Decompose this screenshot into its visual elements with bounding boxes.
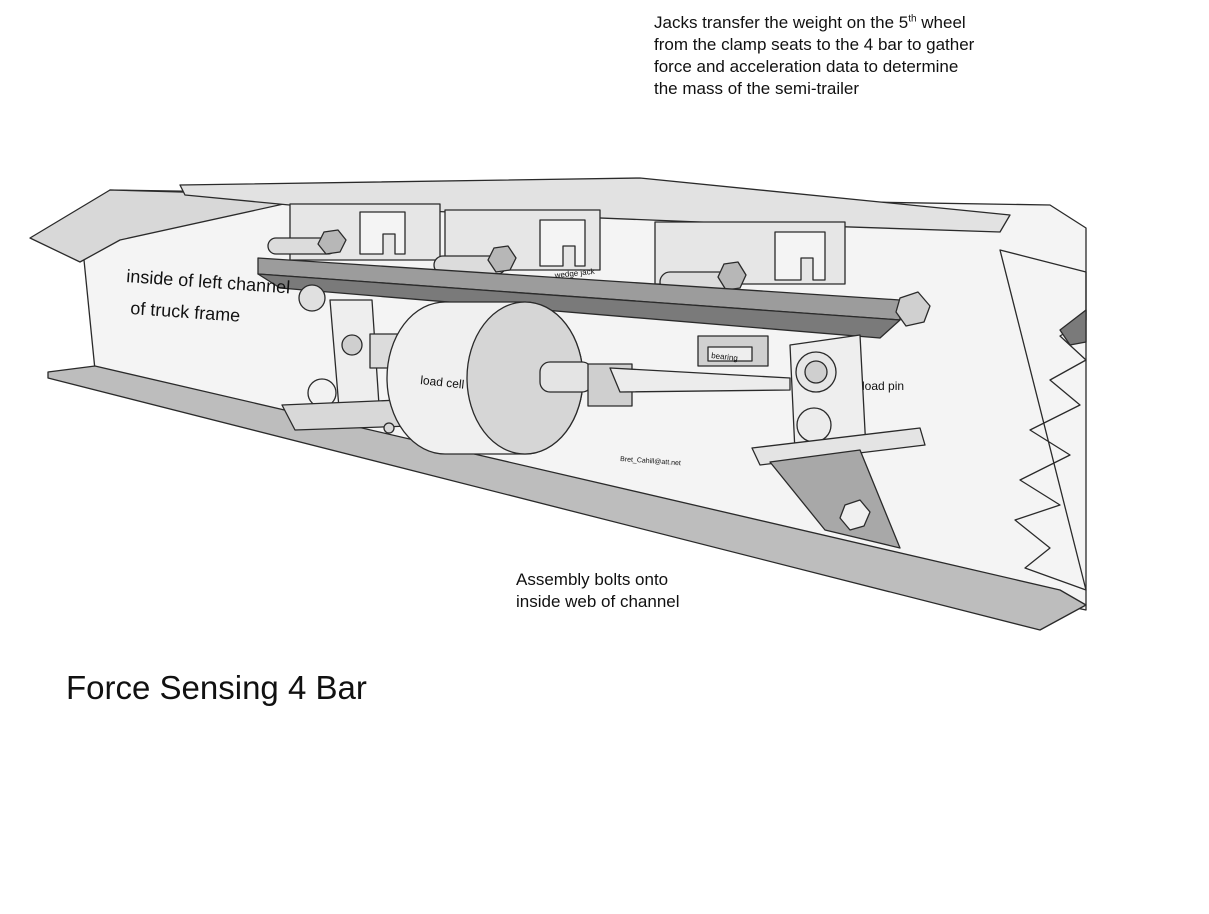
bearing-face <box>707 346 753 362</box>
load-cell-label: load cell <box>420 373 465 392</box>
wedge-jack-block <box>359 211 406 255</box>
jack-bolt-nut <box>717 261 747 291</box>
frame-hole <box>1059 309 1087 346</box>
jacks-caption-line2: from the clamp seats to the 4 bar to gat… <box>654 35 975 54</box>
author-email: Bret_Cahill@att.net <box>620 456 681 467</box>
left-link-pin <box>341 334 363 356</box>
right-mount-bracket <box>751 427 926 466</box>
assembly-caption-line1: Assembly bolts onto <box>516 570 669 589</box>
assembly-caption: Assembly bolts onto inside web of channe… <box>516 569 680 613</box>
load-pin-head <box>804 360 828 384</box>
load-cell-stud <box>539 361 593 393</box>
jacks-caption: Jacks transfer the weight on the 5th whe… <box>654 12 974 100</box>
channel-bottom-flange <box>47 365 1087 631</box>
jacks-caption-line4: the mass of the semi-trailer <box>654 79 860 98</box>
pivot-bearing <box>298 284 326 312</box>
assembly-bolt <box>383 422 395 434</box>
bracket-gusset <box>769 449 901 549</box>
jack-bolt-nut <box>487 245 517 273</box>
four-bar-top-link-face <box>257 273 901 339</box>
jacks-caption-line3: force and acceleration data to determine <box>654 57 959 76</box>
figure-title: Force Sensing 4 Bar <box>66 669 367 706</box>
wedge-jack-block <box>539 219 586 267</box>
tension-link <box>609 367 791 393</box>
lower-pin <box>796 407 832 443</box>
wedge-jack-block <box>774 231 826 281</box>
assembly-caption-line2: inside web of channel <box>516 592 680 611</box>
fifth-wheel-plate <box>179 177 1011 233</box>
load-pin-label: load pin <box>862 379 904 393</box>
jack-bolt-nut <box>317 229 347 255</box>
jacks-caption-line1: Jacks transfer the weight on the 5th whe… <box>654 13 966 32</box>
pivot-nut <box>895 291 931 327</box>
mount-nut <box>839 499 871 531</box>
channel-top-flange <box>29 189 321 263</box>
superscript: th <box>908 13 917 25</box>
wedge-jack-label: wedge jack <box>553 267 596 280</box>
bearing-label: bearing <box>711 351 738 363</box>
